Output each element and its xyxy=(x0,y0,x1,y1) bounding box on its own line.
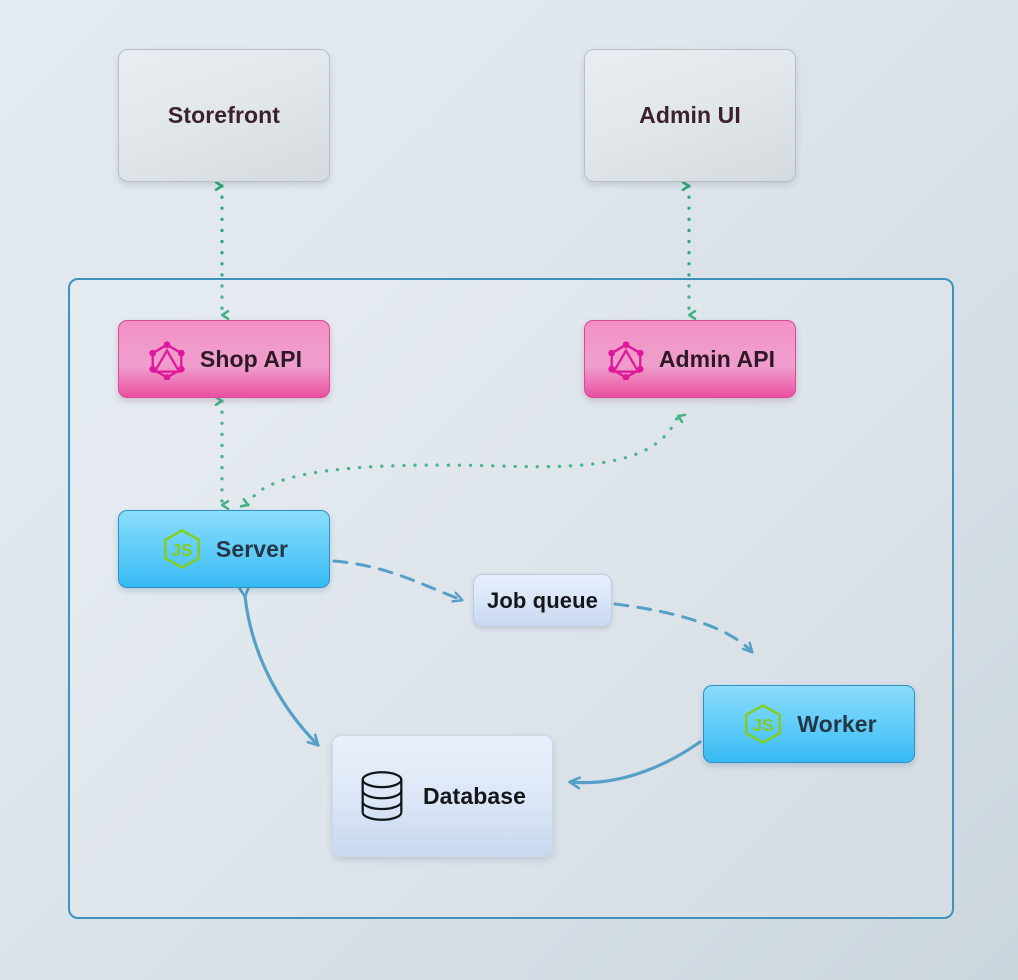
node-database[interactable]: Database xyxy=(332,735,553,857)
node-shop-api-label: Shop API xyxy=(199,345,303,372)
graphql-icon xyxy=(605,338,647,381)
nodejs-icon: JS xyxy=(160,527,204,571)
node-server-label: Server xyxy=(215,535,289,562)
node-job-queue-label: Job queue xyxy=(487,587,598,613)
node-database-label: Database xyxy=(422,782,527,809)
node-worker-label: Worker xyxy=(797,710,877,737)
node-admin-api-label: Admin API xyxy=(658,345,776,372)
node-job-queue[interactable]: Job queue xyxy=(473,574,612,627)
svg-text:JS: JS xyxy=(752,715,774,735)
node-admin-api[interactable]: Admin API xyxy=(584,320,796,398)
svg-text:JS: JS xyxy=(171,540,193,560)
node-admin-ui-label: Admin UI xyxy=(639,102,741,128)
node-admin-ui[interactable]: Admin UI xyxy=(584,49,796,182)
node-storefront[interactable]: Storefront xyxy=(118,49,330,182)
node-server[interactable]: JS Server xyxy=(118,510,330,588)
nodejs-icon: JS xyxy=(741,702,785,746)
database-icon xyxy=(359,770,405,822)
node-storefront-label: Storefront xyxy=(167,102,281,128)
graphql-icon xyxy=(146,338,188,381)
node-shop-api[interactable]: Shop API xyxy=(118,320,330,398)
node-worker[interactable]: JS Worker xyxy=(703,685,915,763)
